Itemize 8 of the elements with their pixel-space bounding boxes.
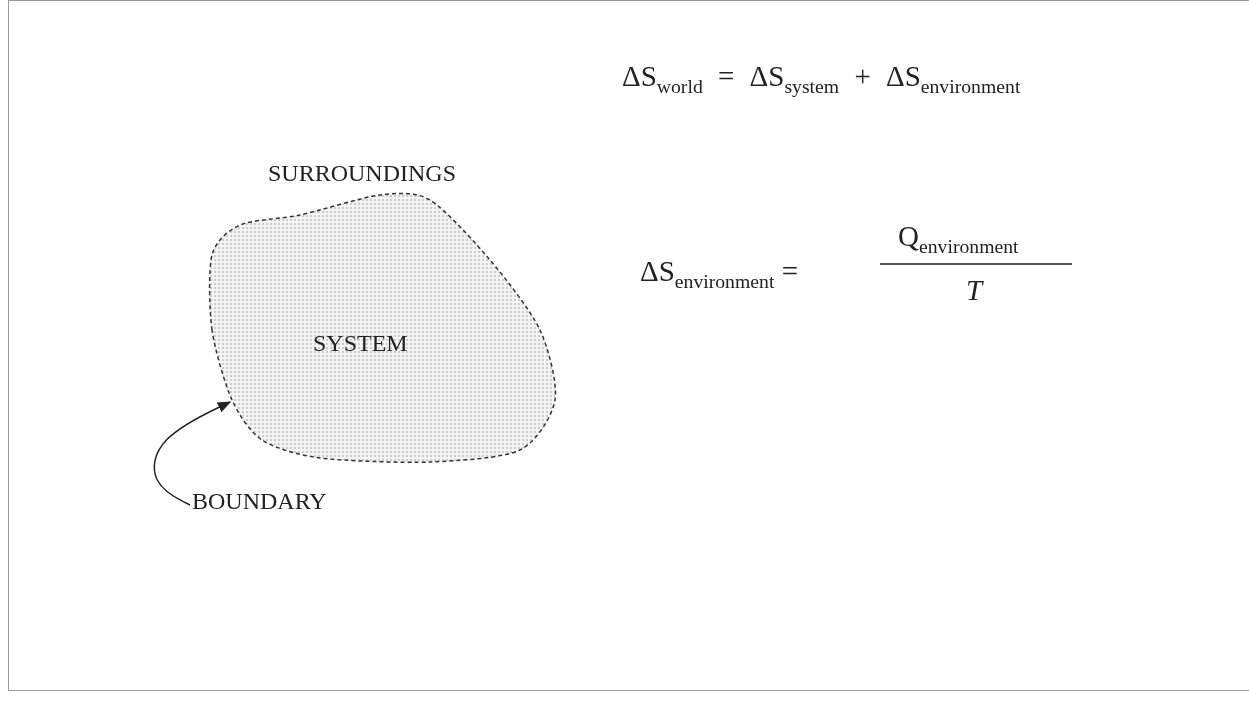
leader-arrow: [153, 401, 232, 506]
boundary-label: BOUNDARY: [192, 488, 327, 515]
surroundings-label: SURROUNDINGS: [268, 160, 457, 187]
fraction-numerator: Q$_{environment}$: [898, 220, 1019, 258]
region-label: SYSTEM: [313, 330, 408, 357]
fraction-denominator: T: [966, 274, 983, 307]
equation-term: ΔS$_{environment}$ =: [640, 255, 798, 293]
equation: ΔS$_{world}$ = ΔS$_{system}$ + ΔS$_{environment}$: [622, 60, 1021, 98]
